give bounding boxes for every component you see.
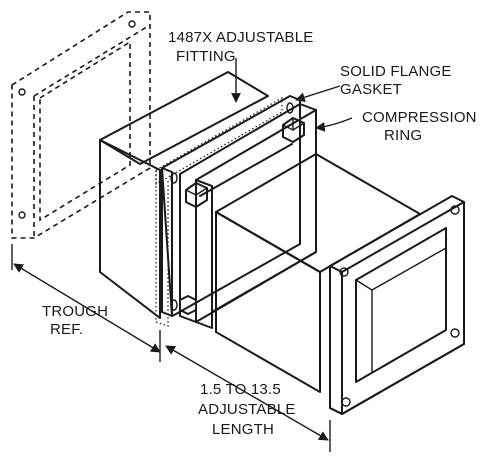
- gasket-label-line2: GASKET: [340, 81, 402, 98]
- length-label-line2: ADJUSTABLE: [198, 401, 296, 418]
- front-flange: [329, 195, 465, 415]
- gasket: [155, 96, 283, 327]
- bolt-right: [282, 117, 305, 143]
- fitting-label-line2: FITTING: [176, 48, 236, 65]
- ring-label-line1: COMPRESSION: [362, 109, 477, 126]
- leader-gasket: [295, 85, 341, 103]
- ring-label-line2: RING: [384, 127, 422, 144]
- bolt-bottom: [179, 295, 197, 315]
- gasket-label-line1: SOLID FLANGE: [340, 63, 452, 80]
- flange-plates: [161, 95, 317, 329]
- leader-ring: [315, 117, 353, 132]
- rear-box: [99, 71, 269, 319]
- trough-wall: [11, 11, 151, 239]
- bolt-top: [185, 143, 293, 208]
- length-label-line3: LENGTH: [212, 421, 274, 438]
- dimension-trough: [11, 244, 161, 362]
- fitting-label-line1: 1487X ADJUSTABLE: [168, 29, 314, 46]
- dimension-length: [165, 345, 331, 452]
- trough-label-line2: REF.: [50, 321, 83, 338]
- trough-label-line1: TROUGH: [42, 303, 108, 320]
- length-label-line1: 1.5 TO 13.5: [200, 381, 281, 398]
